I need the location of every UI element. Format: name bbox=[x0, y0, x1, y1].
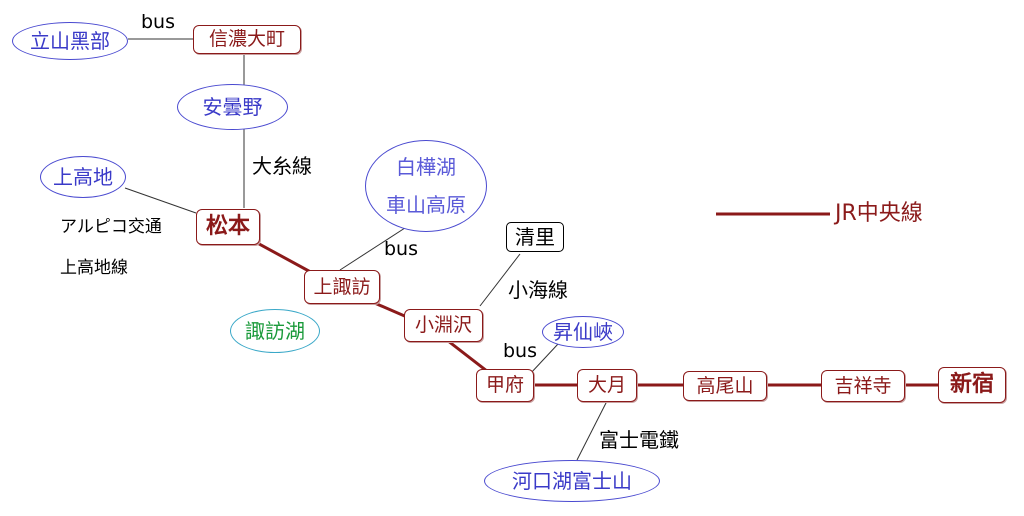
bus-line-shirakaba bbox=[339, 225, 409, 271]
station-takao[interactable]: 高尾山 bbox=[683, 371, 767, 401]
fuji-railway-line bbox=[576, 400, 608, 461]
place-kurumayama: 車山高原 bbox=[386, 193, 466, 217]
label-oito-line: 大糸線 bbox=[252, 154, 312, 178]
bus-line-shosenkyo bbox=[529, 343, 559, 375]
station-shinjuku[interactable]: 新宿 bbox=[938, 367, 1006, 403]
place-shosenkyo[interactable]: 昇仙峽 bbox=[542, 316, 624, 348]
station-shinano-omachi[interactable]: 信濃大町 bbox=[193, 25, 301, 54]
label-koumi-line: 小海線 bbox=[508, 278, 568, 302]
place-suwako[interactable]: 諏訪湖 bbox=[230, 309, 320, 353]
place-kawaguchiko[interactable]: 河口湖富士山 bbox=[484, 460, 660, 502]
station-kichijoji[interactable]: 吉祥寺 bbox=[821, 370, 905, 402]
label-fuji-railway: 富士電鐵 bbox=[599, 428, 679, 452]
label-bus-shirakaba: bus bbox=[384, 238, 419, 260]
place-kamikochi[interactable]: 上高地 bbox=[40, 156, 126, 198]
place-shirakaba-kurumayama[interactable]: 白樺湖 車山高原 bbox=[365, 140, 487, 232]
place-azumino[interactable]: 安曇野 bbox=[177, 84, 288, 130]
station-kofu[interactable]: 甲府 bbox=[476, 369, 534, 402]
label-bus-tateyama: bus bbox=[141, 11, 176, 33]
place-shirakaba: 白樺湖 bbox=[396, 155, 456, 179]
station-kamisuwa[interactable]: 上諏訪 bbox=[304, 270, 380, 304]
place-kiyosato[interactable]: 清里 bbox=[506, 222, 564, 252]
label-alpico-1: アルピコ交通 bbox=[60, 217, 162, 237]
label-alpico-2: 上高地線 bbox=[60, 258, 128, 278]
koumi-line bbox=[479, 253, 521, 307]
jr-chuo-line bbox=[227, 225, 972, 387]
station-matsumoto[interactable]: 松本 bbox=[196, 209, 260, 245]
station-kobuchizawa[interactable]: 小淵沢 bbox=[404, 309, 483, 342]
place-tateyama[interactable]: 立山黑部 bbox=[12, 22, 128, 60]
legend-jr-chuo: JR中央線 bbox=[835, 201, 923, 226]
label-bus-shosenkyo: bus bbox=[503, 340, 538, 362]
station-otsuki[interactable]: 大月 bbox=[577, 369, 637, 402]
kamikochi-line bbox=[124, 187, 197, 214]
